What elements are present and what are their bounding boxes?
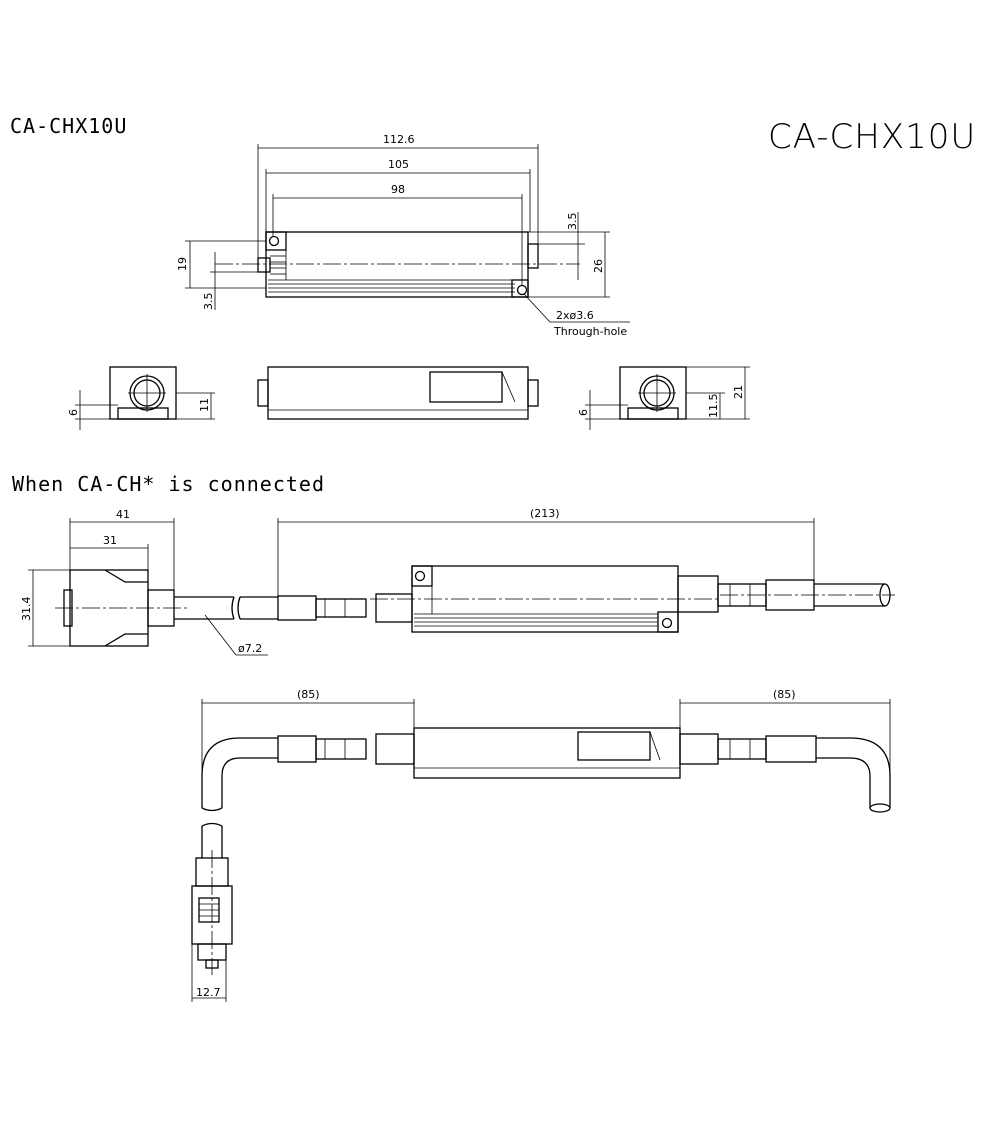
dim-41: 41	[116, 508, 130, 521]
dim-31-4: 31.4	[20, 597, 33, 622]
dim-31: 31	[103, 534, 117, 547]
dim-12-7: 12.7	[196, 986, 221, 999]
dim-85-right: (85)	[773, 688, 796, 701]
hole-callout: 2xø3.6	[556, 309, 594, 322]
section-heading: When CA-CH* is connected	[12, 472, 325, 496]
dim-98: 98	[391, 183, 405, 196]
dim-11: 11	[198, 398, 211, 412]
dim-213: (213)	[530, 507, 560, 520]
dim-85-left: (85)	[297, 688, 320, 701]
end-view-left: 6 11	[67, 366, 215, 430]
end-view-right: 6 11.5 21	[577, 366, 750, 430]
connected-view-straight: 41 31 (213) 31.4 ø7.2	[20, 507, 895, 656]
title-left: CA-CHX10U	[10, 114, 127, 138]
dim-7-2: ø7.2	[238, 642, 262, 655]
dim-11-5: 11.5	[707, 394, 720, 419]
connected-view-bent: (85) (85) 12.7	[191, 688, 891, 1002]
dim-26: 26	[592, 259, 605, 273]
dim-112-6: 112.6	[383, 133, 415, 146]
dim-21: 21	[732, 385, 745, 399]
through-hole-label: Through-hole	[553, 325, 627, 338]
mount-hole-bottom	[516, 284, 528, 296]
dim-6-left: 6	[67, 409, 80, 416]
side-view	[257, 366, 539, 420]
dim-3-5-top: 3.5	[566, 213, 579, 231]
dim-3-5-left: 3.5	[202, 293, 215, 311]
dim-6-right: 6	[577, 409, 590, 416]
dim-19: 19	[176, 257, 189, 271]
title-right: CA-CHX10U	[768, 117, 976, 157]
dim-105: 105	[388, 158, 409, 171]
mount-hole-top	[268, 235, 280, 247]
top-view: 112.6 105 98 3.5 26 19 3.5 2xø3.6 Throug…	[176, 133, 630, 338]
